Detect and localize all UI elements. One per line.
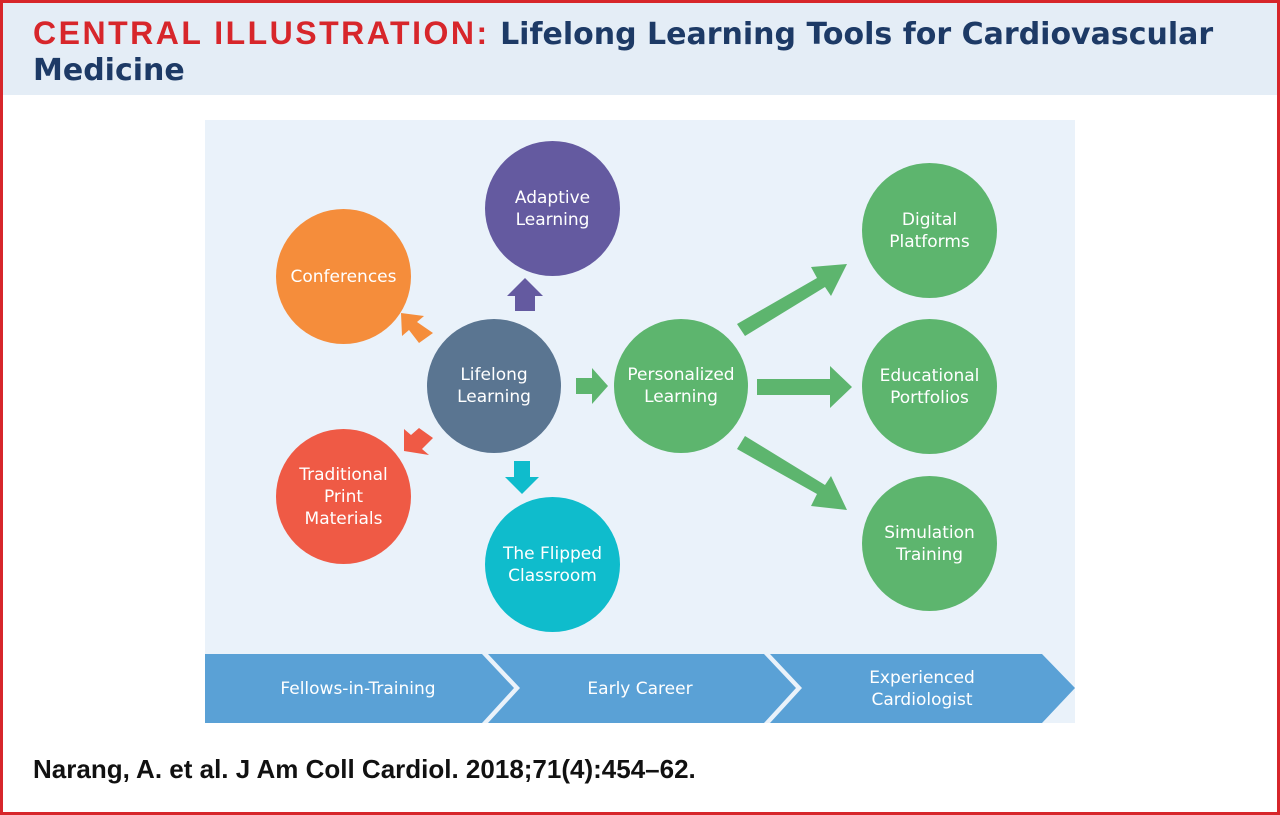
node-digital-platforms: Digital Platforms [862, 163, 997, 298]
stage-band-3 [770, 654, 1075, 723]
stage-label-early-career: Early Career [587, 678, 693, 699]
arrow-to-traditional [404, 428, 433, 455]
arrow-to-flipped [505, 461, 539, 494]
arrow-to-digital [737, 264, 847, 336]
node-adaptive-learning: Adaptive Learning [485, 141, 620, 276]
arrow-to-conferences [401, 313, 433, 343]
stage-band-1 [205, 654, 514, 723]
node-lifelong-learning: Lifelong Learning [427, 319, 561, 453]
stage-label-experienced: Experienced Cardiologist [869, 667, 975, 710]
node-conferences: Conferences [276, 209, 411, 344]
title-lead: CENTRAL ILLUSTRATION: [33, 15, 490, 51]
title-text: Lifelong Learning Tools for Cardiovascul… [33, 17, 1214, 88]
arrow-to-personalized [576, 368, 608, 404]
arrow-to-portfolios [757, 366, 852, 408]
citation: Narang, A. et al. J Am Coll Cardiol. 201… [33, 754, 696, 784]
node-flipped-classroom: The Flipped Classroom [485, 497, 620, 632]
page-title: CENTRAL ILLUSTRATION: Lifelong Learning … [33, 15, 1233, 89]
node-traditional-print-materials: Traditional Print Materials [276, 429, 411, 564]
arrow-to-adaptive [507, 278, 543, 311]
node-personalized-learning: Personalized Learning [614, 319, 748, 453]
node-simulation-training: Simulation Training [862, 476, 997, 611]
header-band: CENTRAL ILLUSTRATION: Lifelong Learning … [3, 3, 1277, 95]
node-educational-portfolios: Educational Portfolios [862, 319, 997, 454]
stage-band-2 [488, 654, 796, 723]
stage-label-fellows: Fellows-in-Training [280, 678, 436, 699]
arrow-to-simulation [737, 436, 847, 510]
